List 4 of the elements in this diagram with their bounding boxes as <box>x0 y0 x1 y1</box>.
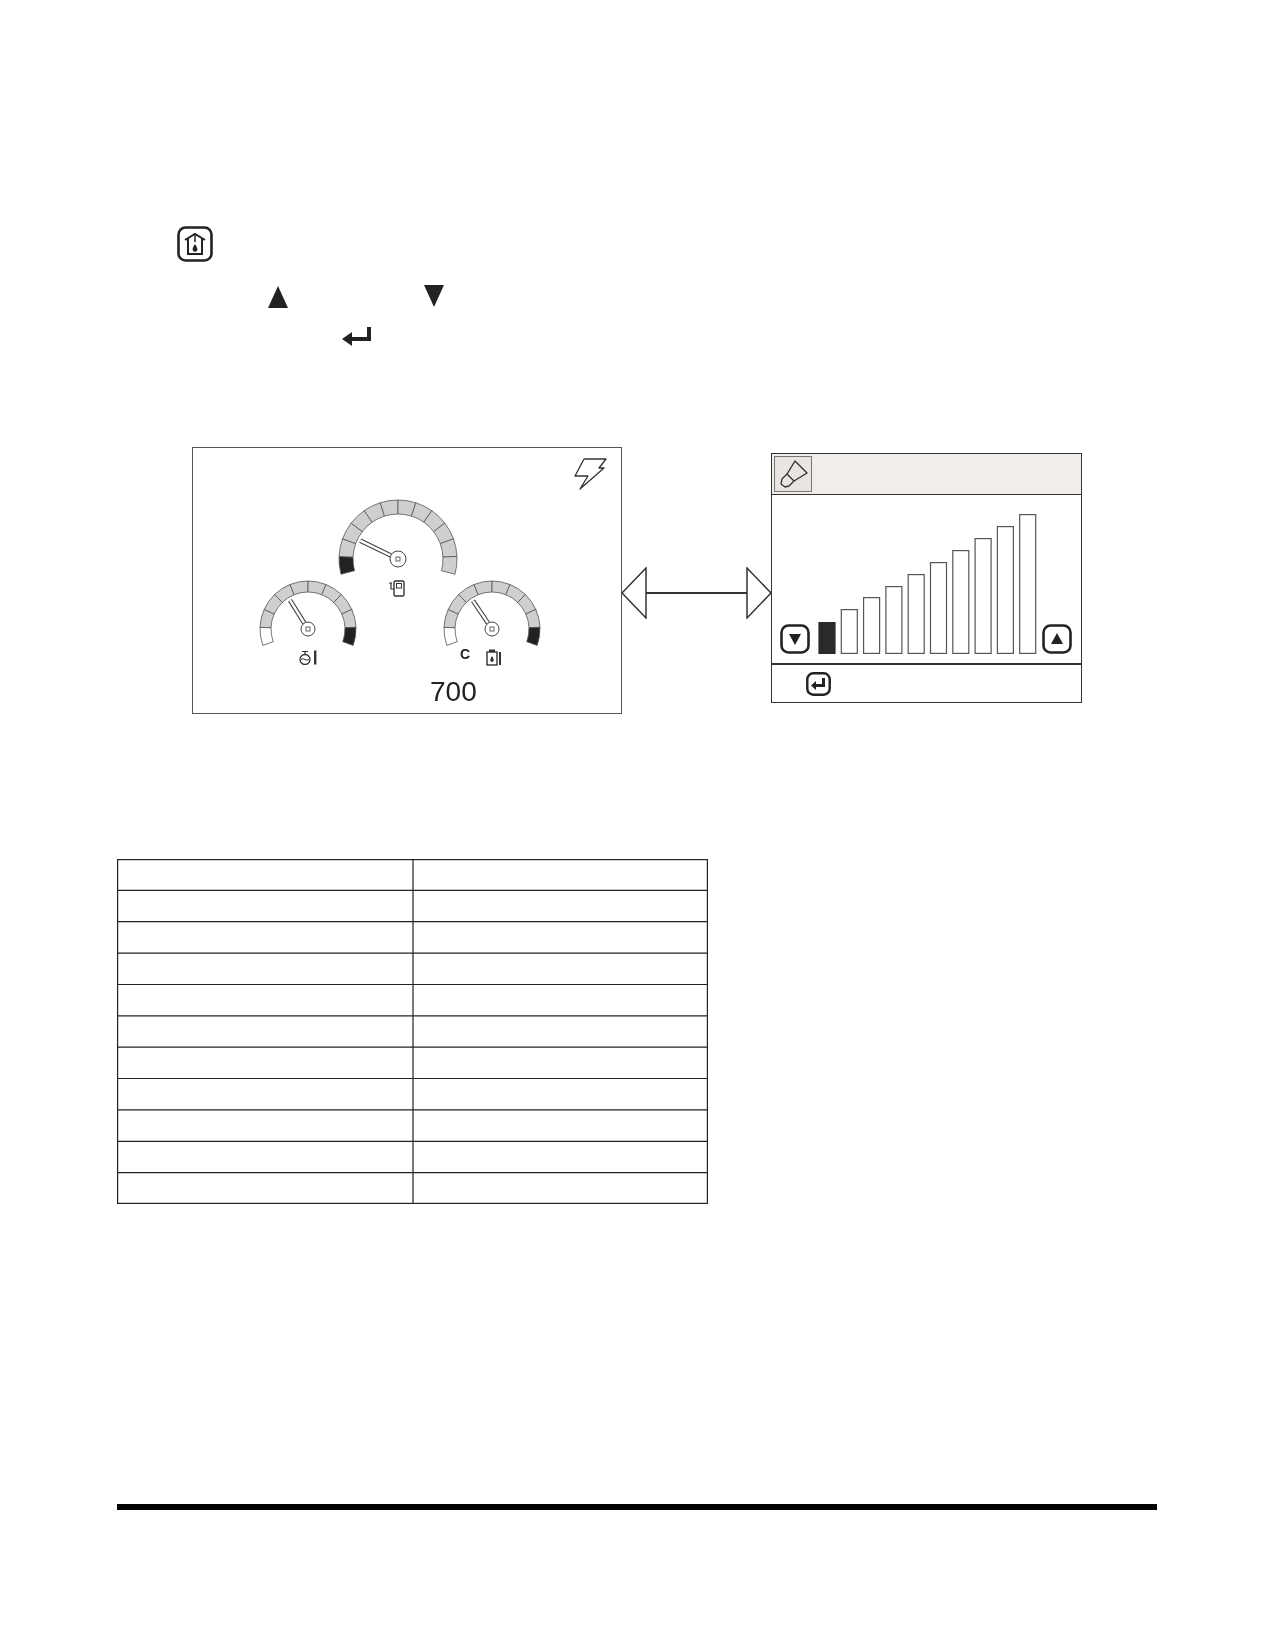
value-readout: 700 <box>430 678 477 706</box>
double-arrow <box>621 567 772 619</box>
gauge-label: C <box>460 647 471 661</box>
display-screen <box>192 447 622 714</box>
